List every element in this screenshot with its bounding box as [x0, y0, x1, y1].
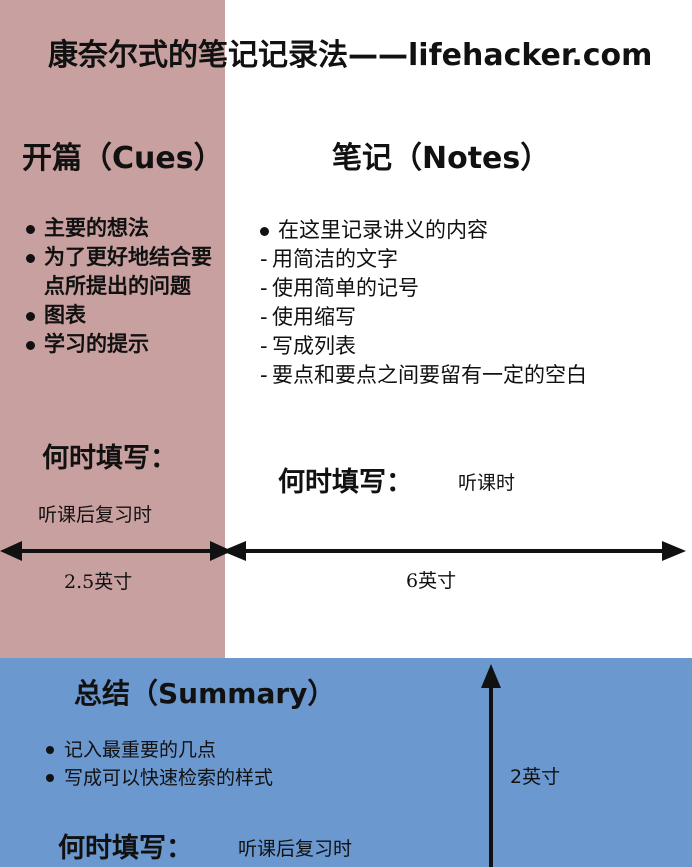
cues-width-arrow	[0, 541, 232, 561]
summary-when-value: 听课后复习时	[238, 838, 353, 860]
cues-panel	[0, 0, 225, 658]
cues-item: 学习的提示	[24, 330, 214, 359]
page-title: 康奈尔式的笔记记录法——lifehacker.com	[48, 38, 653, 73]
cues-heading: 开篇（Cues）	[22, 141, 224, 176]
notes-list: 在这里记录讲义的内容 用简洁的文字 使用简单的记号 使用缩写 写成列表 要点和要…	[258, 216, 683, 390]
notes-when-label: 何时填写：	[278, 467, 413, 498]
notes-item: 在这里记录讲义的内容	[258, 216, 683, 245]
notes-item: 使用缩写	[258, 303, 683, 332]
summary-item: 记入最重要的几点	[44, 736, 464, 764]
cues-list: 主要的想法 为了更好地结合要点所提出的问题 图表 学习的提示	[24, 214, 214, 359]
summary-height-arrow	[481, 664, 501, 867]
notes-item: 使用简单的记号	[258, 274, 683, 303]
notes-item: 写成列表	[258, 332, 683, 361]
cues-width-label: 2.5英寸	[64, 571, 133, 593]
notes-heading: 笔记（Notes）	[332, 141, 551, 176]
notes-width-label: 6英寸	[406, 570, 457, 592]
cues-when-value: 听课后复习时	[38, 504, 153, 526]
summary-item: 写成可以快速检索的样式	[44, 764, 464, 792]
notes-item: 用简洁的文字	[258, 245, 683, 274]
cues-item: 主要的想法	[24, 214, 214, 243]
summary-when-label: 何时填写：	[58, 833, 193, 864]
notes-when-value: 听课时	[458, 472, 516, 494]
cues-item: 为了更好地结合要点所提出的问题	[24, 243, 214, 301]
notes-width-arrow	[222, 541, 686, 561]
summary-list: 记入最重要的几点 写成可以快速检索的样式	[44, 736, 464, 792]
summary-panel	[0, 658, 692, 867]
summary-height-label: 2英寸	[510, 766, 561, 788]
summary-heading: 总结（Summary）	[74, 677, 336, 710]
notes-item: 要点和要点之间要留有一定的空白	[258, 361, 683, 390]
cues-when-label: 何时填写：	[42, 443, 177, 474]
cues-item: 图表	[24, 301, 214, 330]
